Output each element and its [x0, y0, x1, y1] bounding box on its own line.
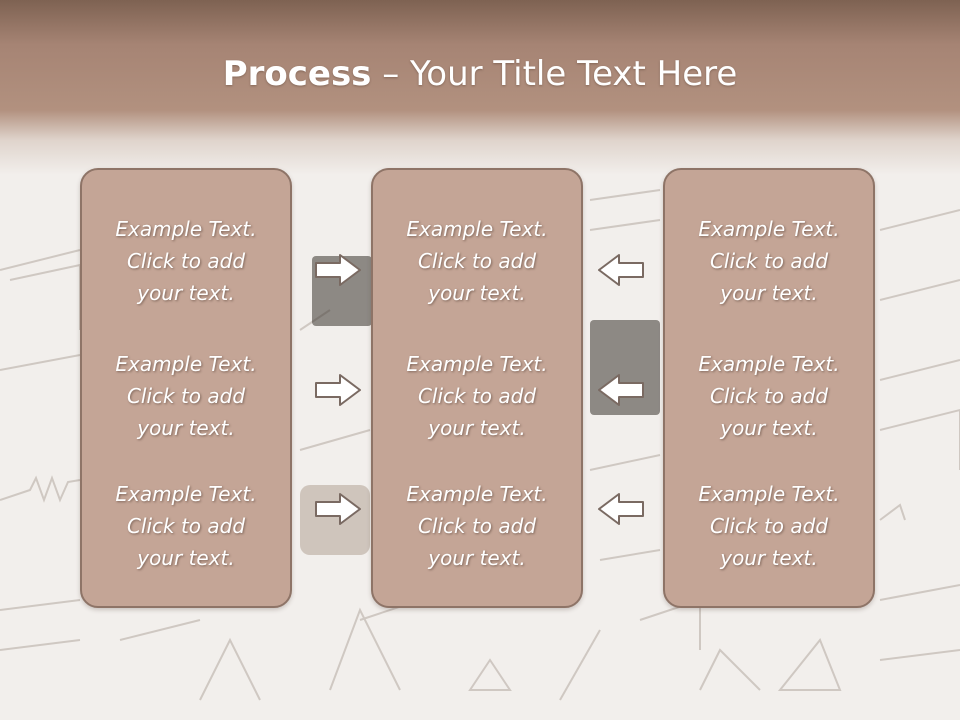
left-panel-text-2[interactable]: Example Text. Click to add your text. [115, 352, 257, 440]
arrow-right-icon [315, 374, 361, 406]
arrow-right-icon [315, 254, 361, 286]
arrow-right-icon [315, 493, 361, 525]
arrow-left-icon [598, 254, 644, 286]
left-panel: Example Text. Click to add your text. Ex… [80, 168, 292, 608]
arrow-left-icon [598, 374, 644, 406]
title-rest-text: – Your Title Text Here [371, 54, 738, 94]
left-panel-text-1[interactable]: Example Text. Click to add your text. [115, 217, 257, 305]
right-panel-text-2[interactable]: Example Text. Click to add your text. [698, 352, 840, 440]
center-panel-text-3[interactable]: Example Text. Click to add your text. [406, 482, 548, 570]
right-panel: Example Text. Click to add your text. Ex… [663, 168, 875, 608]
title-bold-text: Process [222, 54, 372, 94]
right-panel-text-1[interactable]: Example Text. Click to add your text. [698, 217, 840, 305]
arrow-left-icon [598, 493, 644, 525]
header-band [0, 0, 960, 175]
center-panel-text-2[interactable]: Example Text. Click to add your text. [406, 352, 548, 440]
center-panel: Example Text. Click to add your text. Ex… [371, 168, 583, 608]
center-panel-text-1[interactable]: Example Text. Click to add your text. [406, 217, 548, 305]
page-title[interactable]: Process – Your Title Text Here [0, 52, 960, 96]
left-panel-text-3[interactable]: Example Text. Click to add your text. [115, 482, 257, 570]
right-panel-text-3[interactable]: Example Text. Click to add your text. [698, 482, 840, 570]
